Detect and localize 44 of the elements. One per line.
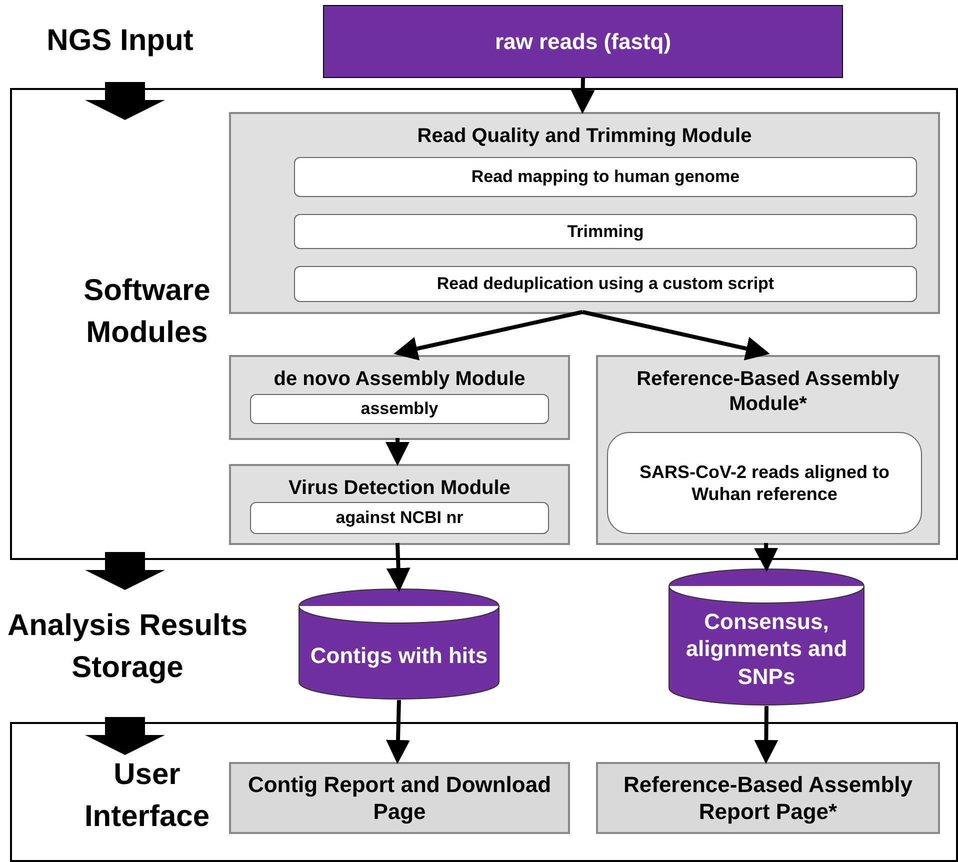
arrow [386,438,410,466]
section-frame [10,722,958,862]
node-text: Consensus, alignments and SNPs [684,608,848,690]
arrow [394,310,583,360]
node-text: Read mapping to human genome [471,166,740,188]
page-box [229,762,570,834]
module-title: Read Quality and Trimming Module [417,124,752,149]
step-box [607,432,922,534]
arrow [386,700,410,764]
step-box [294,157,917,197]
input-box [323,5,843,78]
stage-label: NGS Input [46,23,194,59]
node-text: Trimming [567,220,644,242]
arrow [582,310,770,360]
arrow [754,706,778,764]
node-text: assembly [360,398,438,420]
module-title: de novo Assembly Module [274,367,526,392]
section-frame [10,88,958,560]
step-box [250,502,549,534]
section-heading: Software Modules [82,273,212,351]
node-text: Contig Report and Download Page [247,770,552,826]
page-box [596,762,940,834]
module-box [229,355,570,440]
node-text: raw reads (fastq) [494,28,672,56]
arrow [754,542,778,572]
arrow [386,542,410,592]
node-text: Contigs with hits [310,642,488,670]
stage-label: Analysis Results Storage [6,608,249,686]
module-title: Virus Detection Module [288,476,510,501]
step-box [250,394,549,424]
step-box [294,266,917,302]
node-text: against NCBI nr [336,507,464,529]
module-title: Reference-Based Assembly Module* [636,367,900,417]
arrow [570,78,595,114]
node-text: SARS-CoV-2 reads aligned to Wuhan reference [638,460,891,506]
module-box [596,355,940,545]
storage-cylinder [298,588,500,700]
node-text: Reference-Based Assembly Report Page* [622,770,914,826]
module-box [229,112,940,314]
node-text: Read deduplication using a custom script [436,273,774,295]
storage-cylinder [668,568,865,706]
section-heading: User Interface [83,757,211,835]
module-box [229,464,570,545]
step-box [294,214,917,249]
